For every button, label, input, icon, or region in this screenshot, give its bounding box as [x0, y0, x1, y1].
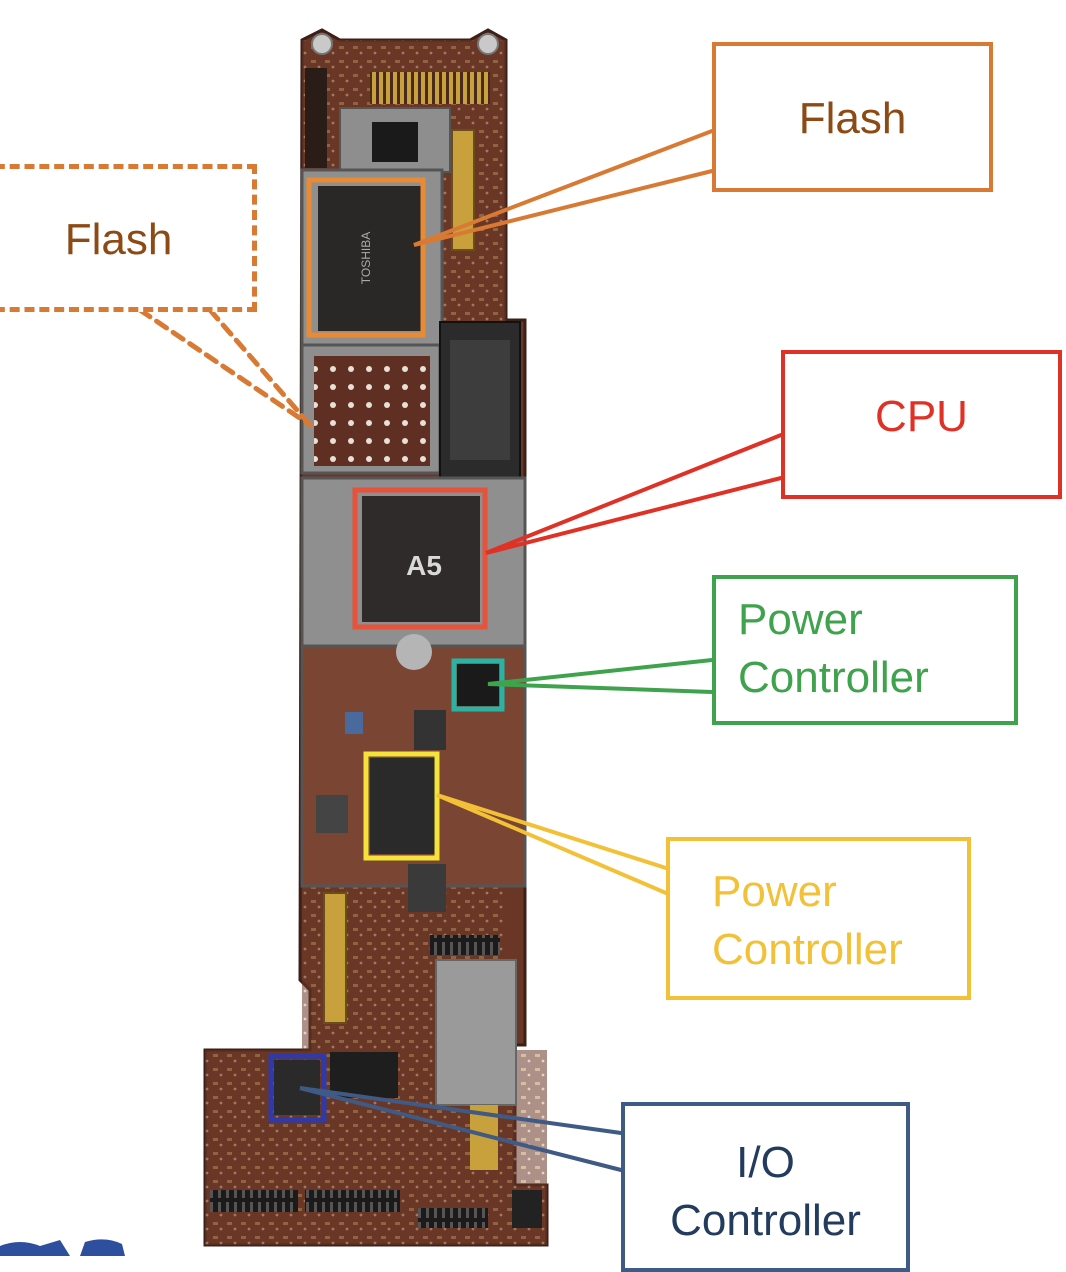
upper-chip: [372, 122, 418, 162]
leader-pmic-green: [487, 658, 714, 694]
callout-cpu: CPU: [781, 350, 1062, 499]
callout-power-controller-green-line1: Power: [738, 595, 863, 644]
callout-power-controller-yellow-line2: Controller: [712, 925, 903, 974]
callout-flash-left: Flash: [0, 164, 257, 312]
cpu-highlight: [352, 487, 488, 630]
cpu-chip: [362, 496, 480, 622]
callout-io-line1: I/O: [736, 1138, 795, 1187]
io-highlight: [268, 1053, 327, 1123]
dock-connector: [512, 1190, 542, 1228]
callout-flash-top-label: Flash: [798, 94, 907, 143]
callout-power-controller-green-line2: Controller: [738, 653, 929, 702]
leader-flash-left: [137, 307, 313, 428]
leader-pmic-yellow: [436, 793, 668, 895]
component-c: [316, 795, 348, 833]
flash-chip-marking: TOSHIBA: [359, 232, 373, 284]
inductor-stack: [408, 864, 446, 912]
ribbon-connector-lower: [323, 892, 347, 1024]
pin-header-lower: [430, 935, 500, 955]
callout-io-line2: Controller: [670, 1196, 861, 1245]
bottom-connector-mid: [305, 1190, 400, 1212]
callout-io-controller: I/O Controller: [621, 1102, 910, 1272]
sim-tray-area: [435, 959, 517, 1106]
shield-round-pad: [396, 634, 432, 670]
bottom-connector-right: [418, 1208, 488, 1228]
callout-cpu-label: CPU: [875, 392, 968, 441]
callout-power-controller-green: Power Controller: [712, 575, 1018, 725]
callout-flash-top: Flash: [712, 42, 993, 192]
component-a: [414, 710, 446, 750]
callout-flash-left-label: Flash: [64, 215, 173, 264]
broadcom-chip: [330, 1052, 398, 1098]
callout-power-controller-yellow: Power Controller: [666, 837, 971, 1000]
dotted-pad-array: [314, 356, 430, 466]
pmic-yellow-chip: [370, 758, 436, 854]
cpu-chip-marking: A5: [406, 550, 442, 581]
flash-chip: [318, 186, 423, 331]
leader-io: [299, 1086, 623, 1172]
leader-cpu: [485, 433, 783, 555]
top-gold-connector: [370, 72, 490, 104]
callout-power-controller-yellow-line1: Power: [712, 867, 837, 916]
connector-detail: [450, 340, 510, 460]
side-connector-left: [305, 68, 327, 168]
flash-highlight: [306, 177, 426, 338]
component-b: [345, 712, 363, 734]
leader-flash-top: [413, 129, 714, 247]
bottom-connector-left: [210, 1190, 298, 1212]
io-chip: [274, 1060, 320, 1115]
ribbon-connector-top: [451, 129, 475, 251]
leader-lines: [137, 129, 783, 1172]
corner-logo-fragment: [0, 1239, 125, 1256]
pmic-yellow-highlight: [363, 751, 440, 861]
